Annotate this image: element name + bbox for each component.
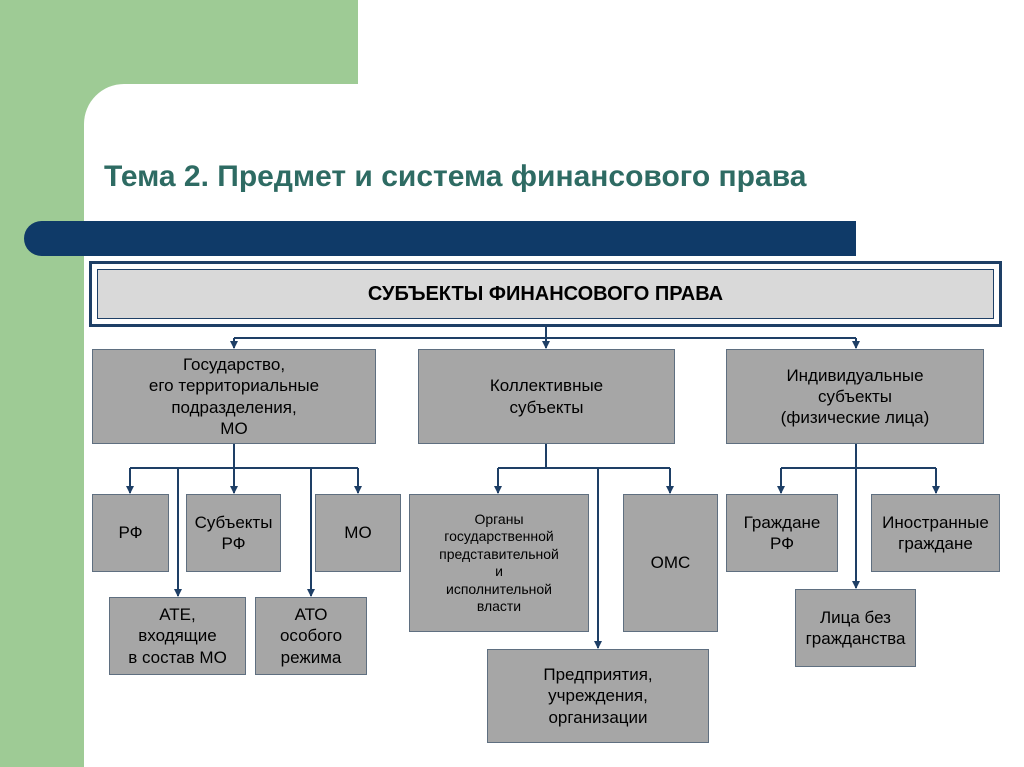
box-organs: Органы государственной представительной … [409, 494, 589, 632]
box-enterprises: Предприятия, учреждения, организации [487, 649, 709, 743]
header-frame: СУБЪЕКТЫ ФИНАНСОВОГО ПРАВА [89, 261, 1002, 327]
box-mo: МО [315, 494, 401, 572]
header-title: СУБЪЕКТЫ ФИНАНСОВОГО ПРАВА [97, 269, 994, 319]
box-individual: Индивидуальные субъекты (физические лица… [726, 349, 984, 444]
box-collective: Коллективные субъекты [418, 349, 675, 444]
slide-title: Тема 2. Предмет и система финансового пр… [104, 160, 807, 193]
box-state: Государство, его территориальные подразд… [92, 349, 376, 444]
box-ato: АТО особого режима [255, 597, 367, 675]
box-foreign: Иностранные граждане [871, 494, 1000, 572]
box-rf: РФ [92, 494, 169, 572]
green-left-strip [0, 0, 84, 767]
box-subjects-rf: Субъекты РФ [186, 494, 281, 572]
box-ate: АТЕ, входящие в состав МО [109, 597, 246, 675]
box-oms: ОМС [623, 494, 718, 632]
box-stateless: Лица без гражданства [795, 589, 916, 667]
box-citizens-rf: Граждане РФ [726, 494, 838, 572]
title-underline-bar [24, 221, 856, 256]
